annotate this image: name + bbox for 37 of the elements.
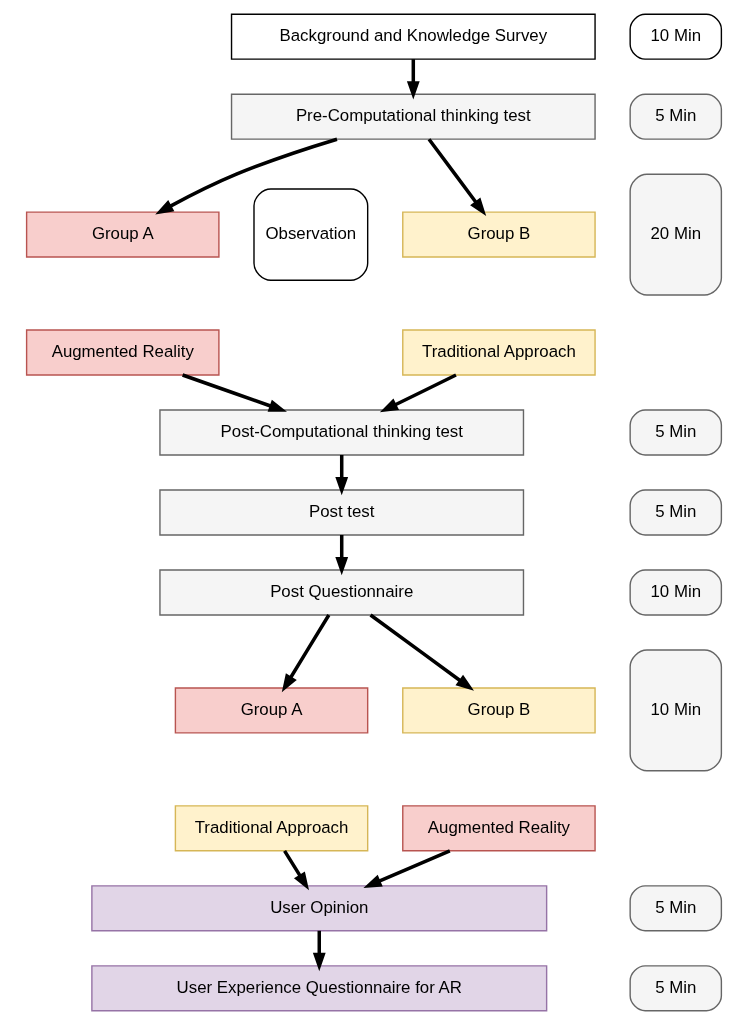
node-box: 20 Min — [628, 173, 722, 296]
node-box: Group B — [401, 211, 596, 258]
node-box: Observation — [252, 188, 368, 281]
node-box: 10 Min — [628, 569, 722, 616]
arrow — [334, 455, 348, 496]
arrow — [334, 535, 348, 576]
node-box: Augmented Reality — [401, 805, 596, 852]
arrow — [312, 930, 326, 972]
node-box: Background and Knowledge Survey — [230, 13, 596, 60]
node-box: Pre-Computational thinking test — [230, 93, 596, 140]
node-box: 5 Min — [628, 489, 722, 536]
arrow — [406, 59, 420, 100]
node-box: 5 Min — [628, 409, 722, 456]
arrow — [427, 138, 486, 217]
node-box: Group A — [174, 687, 368, 734]
node-box: Traditional Approach — [401, 329, 596, 376]
node-box: Augmented Reality — [25, 329, 220, 376]
node-box: 10 Min — [628, 13, 722, 60]
arrow — [282, 849, 309, 891]
node-box: 10 Min — [628, 649, 722, 772]
arrow — [181, 373, 287, 412]
node-box: Traditional Approach — [174, 805, 368, 852]
node-box: User Opinion — [90, 885, 547, 932]
node-box: Post Questionnaire — [158, 569, 524, 616]
arrow — [281, 614, 330, 693]
node-box: 5 Min — [628, 965, 722, 1012]
node-box: Group B — [401, 687, 596, 734]
arrow — [369, 613, 474, 691]
node-box: User Experience Questionnaire for AR — [90, 965, 547, 1012]
node-box: Post test — [158, 489, 524, 536]
node-box: 5 Min — [628, 93, 722, 140]
arrow — [379, 373, 457, 413]
arrow — [362, 849, 450, 888]
arrow — [154, 137, 337, 215]
node-box: 5 Min — [628, 885, 722, 932]
node-box: Post-Computational thinking test — [158, 409, 524, 456]
node-box: Group A — [25, 211, 220, 258]
